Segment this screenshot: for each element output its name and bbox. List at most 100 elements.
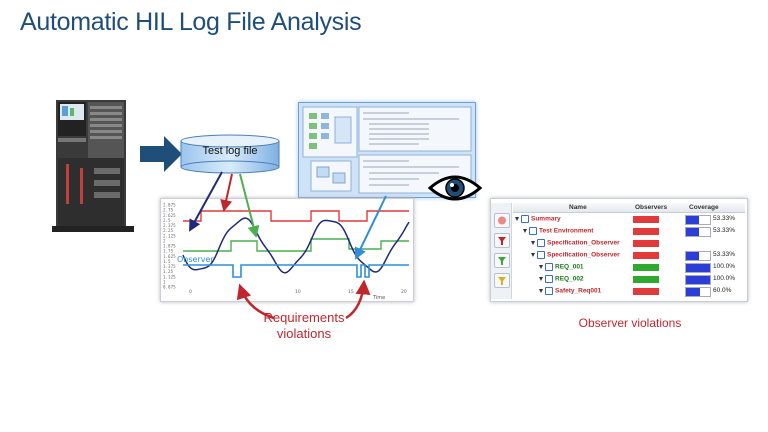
signal-red-trace	[183, 210, 409, 222]
signal-navy-trace	[182, 217, 410, 274]
y-tick-label: 2	[163, 238, 166, 243]
tree-node: Specification_Observer	[531, 251, 620, 259]
tree-node-label: Safety_Req001	[555, 287, 602, 295]
coverage-bar	[685, 251, 711, 261]
coverage-fill	[686, 252, 699, 260]
tree-node-icon	[545, 287, 553, 295]
coverage-bar	[685, 275, 711, 285]
table-row[interactable]: Summary 53.33%	[513, 214, 745, 225]
coverage-fill	[686, 216, 699, 224]
y-tick-label: 1.875	[163, 244, 176, 249]
coverage-fill	[686, 264, 710, 272]
tree-node-label: REQ_001	[555, 263, 584, 271]
y-tick-label: 0.875	[163, 285, 176, 290]
x-tick-label: 10	[295, 289, 301, 295]
stop-icon	[498, 216, 506, 225]
page-title: Automatic HIL Log File Analysis	[20, 8, 362, 36]
y-tick-label: 2.5	[163, 218, 171, 223]
requirements-violations-line-2: violations	[276, 326, 332, 341]
coverage-bar	[685, 215, 711, 225]
coverage-percent: 53.33%	[713, 215, 736, 222]
tree-node: Specification_Observer	[531, 239, 620, 247]
observer-status-bar	[633, 276, 659, 283]
coverage-percent: 100.0%	[713, 263, 736, 270]
expand-arrow-icon[interactable]	[539, 265, 543, 269]
col-header-observers[interactable]: Observers	[635, 204, 668, 211]
y-tick-label: 1.125	[163, 274, 176, 279]
observer-status-bar	[633, 252, 659, 259]
filter-green-button[interactable]	[494, 253, 510, 268]
tree-node-icon	[537, 251, 545, 259]
tree-node: Summary	[515, 215, 561, 223]
tree-node-icon	[529, 227, 537, 235]
x-tick-label: 0	[189, 289, 192, 295]
tree-node-icon	[545, 263, 553, 271]
coverage-percent: 100.0%	[713, 275, 736, 282]
panel-toolbar	[491, 203, 512, 299]
tree-node-label: Test Environment	[539, 227, 594, 235]
table-row[interactable]: Test Environment 53.33%	[513, 226, 745, 237]
y-tick-label: 2.875	[163, 203, 176, 208]
table-row[interactable]: REQ_002 100.0%	[513, 274, 745, 285]
filter-yellow-button[interactable]	[494, 273, 510, 288]
tree-node-label: Summary	[531, 215, 561, 223]
database-icon	[180, 134, 280, 174]
y-tick-label: 2.125	[163, 233, 176, 238]
tree-node: REQ_001	[539, 263, 584, 271]
y-tick-label: 2.25	[163, 228, 174, 233]
expand-arrow-icon[interactable]	[523, 229, 527, 233]
hil-rack-illustration	[52, 100, 134, 232]
observer-status-bar	[633, 288, 659, 295]
y-tick-label: 1	[163, 279, 166, 284]
table-row[interactable]: Safety_Req001 60.0%	[513, 286, 745, 297]
tree-node-label: REQ_002	[555, 275, 584, 283]
observer-status-bar	[633, 216, 659, 223]
requirements-violations-line-1: Requirements	[263, 310, 345, 325]
col-header-name[interactable]: Name	[569, 204, 587, 211]
signal-green-trace	[183, 238, 409, 252]
coverage-fill	[686, 288, 701, 296]
coverage-fill	[686, 228, 699, 236]
col-header-coverage[interactable]: Coverage	[689, 204, 719, 211]
filter-yellow-icon	[498, 277, 506, 285]
filter-red-button[interactable]	[494, 233, 510, 248]
signal-plot-svg: 2.8752.752.6252.52.3752.252.12521.8751.7…	[163, 203, 410, 301]
specification-document-thumbnail	[298, 102, 476, 198]
coverage-fill	[686, 276, 710, 284]
filter-green-icon	[498, 257, 506, 265]
table-row[interactable]: REQ_001 100.0%	[513, 262, 745, 273]
x-tick-label: 5	[242, 289, 245, 295]
y-tick-label: 2.625	[163, 213, 176, 218]
expand-arrow-icon[interactable]	[515, 217, 519, 221]
stop-button[interactable]	[494, 213, 510, 228]
observer-status-bar	[633, 228, 659, 235]
tree-node-label: Specification_Observer	[547, 251, 620, 259]
y-tick-label: 1.5	[163, 259, 171, 264]
expand-arrow-icon[interactable]	[531, 253, 535, 257]
filter-red-icon	[498, 237, 506, 245]
flow-arrow	[140, 136, 182, 172]
expand-arrow-icon[interactable]	[539, 289, 543, 293]
expand-arrow-icon[interactable]	[531, 241, 535, 245]
y-tick-label: 2.375	[163, 223, 176, 228]
coverage-bar	[685, 287, 711, 297]
observer-status-bar	[633, 240, 659, 247]
observer-violations-caption: Observer violations	[578, 316, 682, 330]
coverage-percent: 53.33%	[713, 227, 736, 234]
y-tick-label: 1.375	[163, 264, 176, 269]
observer-status-bar	[633, 264, 659, 271]
x-axis-label: Time	[372, 295, 385, 301]
tree-node: REQ_002	[539, 275, 584, 283]
table-row[interactable]: Specification_Observer	[513, 238, 745, 249]
tree-node: Test Environment	[523, 227, 593, 235]
eye-icon	[428, 175, 482, 201]
x-tick-label: 20	[401, 289, 407, 295]
database-label: Test log file	[202, 145, 258, 157]
expand-arrow-icon[interactable]	[539, 277, 543, 281]
y-tick-label: 1.75	[163, 249, 174, 254]
coverage-percent: 60.0%	[713, 287, 732, 294]
observer-signal-label: Observer	[177, 255, 214, 264]
